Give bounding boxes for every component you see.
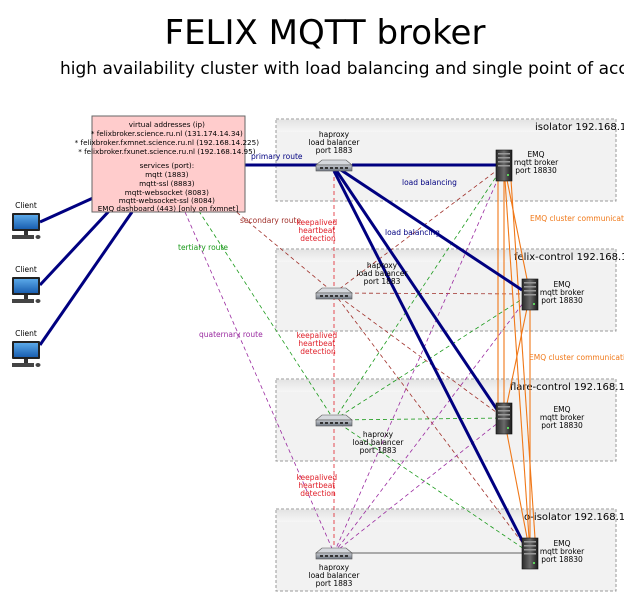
quaternary-route-line xyxy=(333,417,505,554)
tertiary-route-line xyxy=(194,204,335,421)
client-label: Client xyxy=(15,329,37,338)
vip-line: * felixbroker.science.ru.nl (131.174.14.… xyxy=(91,129,243,138)
computer-icon xyxy=(12,277,41,303)
switch-icon xyxy=(315,159,353,172)
tertiary-route-label: tertiary route xyxy=(178,243,228,252)
host-label: o-isolator 192.168.14.12 xyxy=(524,512,624,523)
client-label: Client xyxy=(15,201,37,210)
vip-line: mqtt-ssl (8883) xyxy=(139,179,195,188)
switch-icon xyxy=(315,547,353,560)
secondary-route-line xyxy=(333,292,531,295)
emq-cluster-label: EMQ cluster communication xyxy=(529,353,624,362)
host-label: isolator 192.168.14.10 xyxy=(535,122,624,133)
vip-line: services (port): xyxy=(140,161,195,170)
primary-route-label: primary route xyxy=(251,152,303,161)
vip-line: mqtt (1883) xyxy=(145,170,189,179)
tertiary-route-line xyxy=(333,417,505,421)
secondary-route-label: secondary route xyxy=(240,216,301,225)
server-icon xyxy=(495,149,513,182)
switch-icon xyxy=(315,414,353,427)
quaternary-route-line xyxy=(333,293,531,554)
computer-icon xyxy=(12,213,41,239)
page-subtitle: high availability cluster with load bala… xyxy=(60,59,624,79)
keepalived-label: keepalived heartbeat detection xyxy=(296,473,339,498)
host-label: felix-control 192.168.14.11 xyxy=(514,252,624,263)
computer-icon xyxy=(12,341,41,367)
primary-links xyxy=(38,163,528,549)
vip-line: EMQ dashboard (443) [only on fxmnet] xyxy=(98,204,239,213)
server-icon xyxy=(521,278,539,311)
tertiary-route-line xyxy=(333,293,531,421)
client-computer: Client xyxy=(12,201,41,239)
quaternary-route-line xyxy=(333,164,505,554)
client-computer: Client xyxy=(12,329,41,367)
server-icon xyxy=(521,537,539,570)
vip-line: mqtt-websocket-ssl (8084) xyxy=(119,196,215,205)
keepalived-label: keepalived heartbeat detection xyxy=(296,331,339,356)
failover-routes xyxy=(184,164,531,554)
svg-text:virtual addresses (ip) *: virtual addresses (ip) * felixbroker.sci… xyxy=(75,120,262,213)
vip-line: * felixbroker.fxunet.science.ru.nl (192.… xyxy=(78,147,256,156)
page-title: FELIX MQTT broker xyxy=(165,13,486,53)
vip-line: * felixbroker.fxmnet.science.ru.nl (192.… xyxy=(75,138,260,147)
tertiary-route-line xyxy=(333,419,531,554)
emq-cluster-links xyxy=(497,164,537,554)
switch-icon xyxy=(315,287,353,300)
vip-line: virtual addresses (ip) xyxy=(129,120,205,129)
vip-line: mqtt-websocket (8083) xyxy=(125,188,209,197)
client-computer: Client xyxy=(12,265,41,303)
secondary-route-line xyxy=(333,164,505,294)
load-balancing-label: load balancing xyxy=(385,228,440,237)
keepalived-label: keepalived heartbeat detection xyxy=(296,218,339,243)
emq-cluster-label: EMQ cluster communication xyxy=(530,214,624,223)
quaternary-route-line xyxy=(184,211,335,554)
secondary-route-line xyxy=(333,292,505,419)
host-label: flare-control 192.168.14.225 xyxy=(510,382,624,393)
server-icon xyxy=(495,402,513,435)
load-balancing-label: load balancing xyxy=(402,178,457,187)
quaternary-route-label: quaternary route xyxy=(199,330,263,339)
secondary-route-line xyxy=(209,189,335,294)
tertiary-route-line xyxy=(333,164,505,421)
client-label: Client xyxy=(15,265,37,274)
virtual-ip-box: virtual addresses (ip) * felixbroker.sci… xyxy=(75,115,262,213)
